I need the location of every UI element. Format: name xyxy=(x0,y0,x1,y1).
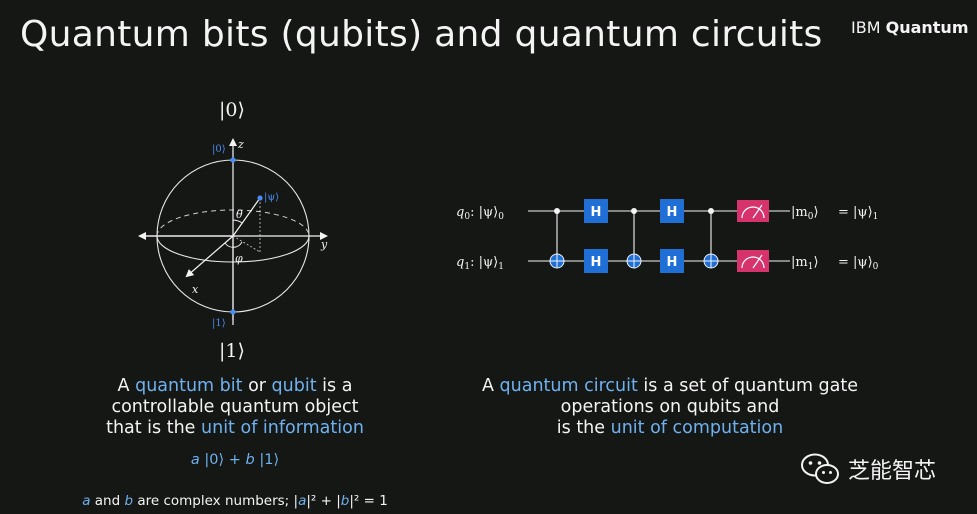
h-gate-q0-1 xyxy=(584,199,608,223)
quantum-circuit-diagram: q0: |ψ⟩0 q1: |ψ⟩1 H H H H |m0⟩ |m1⟩ = |ψ… xyxy=(456,199,879,273)
cnot-1-control xyxy=(554,208,560,214)
m1-output: |m1⟩ xyxy=(791,255,819,272)
brand-light: IBM xyxy=(851,18,881,37)
phi-arc xyxy=(224,241,243,248)
svg-text:H: H xyxy=(591,255,602,270)
watermark-text: 芝能智芯 xyxy=(848,459,937,484)
eq1-output: = |ψ⟩0 xyxy=(838,255,879,272)
psi-vector xyxy=(232,197,261,237)
measure-q1 xyxy=(737,250,769,272)
svg-text:H: H xyxy=(667,255,678,270)
slide-title: Quantum bits (qubits) and quantum circui… xyxy=(20,14,823,55)
watermark: 芝能智芯 xyxy=(800,452,936,486)
cnot-2-control xyxy=(631,208,637,214)
bloch-ket-zero-label: |0⟩ xyxy=(219,99,245,121)
svg-text:H: H xyxy=(591,205,602,220)
psi-ground-projection xyxy=(232,235,261,253)
qubit-caption-line3: that is the unit of information xyxy=(106,418,364,438)
h-gate-q0-2 xyxy=(660,199,684,223)
theta-label: θ xyxy=(236,208,243,221)
ket-one-dot xyxy=(230,309,236,315)
h-gate-q1-1 xyxy=(584,249,608,273)
svg-text:H: H xyxy=(667,205,678,220)
ket-zero-dot xyxy=(230,157,236,163)
circuit-caption-line2: operations on qubits and xyxy=(560,397,780,417)
x-axis-label: x xyxy=(192,283,199,296)
wechat-icon xyxy=(801,453,839,484)
qubit-caption: A quantum bit or qubit is a controllable… xyxy=(70,376,400,439)
normalization-note: a and b are complex numbers; |a|² + |b|²… xyxy=(82,493,388,509)
bloch-ket-one-label: |1⟩ xyxy=(219,340,245,362)
y-axis-label: y xyxy=(320,238,328,251)
ibm-quantum-logo: IBM Quantum xyxy=(851,18,968,37)
ket-zero-small: |0⟩ xyxy=(212,144,226,155)
circuit-caption: A quantum circuit is a set of quantum ga… xyxy=(470,376,870,439)
z-axis-label: z xyxy=(237,138,244,151)
brand-bold: Quantum xyxy=(885,18,969,37)
psi-dot xyxy=(257,195,263,201)
qubit-caption-line2: controllable quantum object xyxy=(111,397,359,417)
theta-arc xyxy=(232,219,243,224)
bloch-sphere-diagram: |0⟩ |1⟩ z y x |ψ⟩ θ φ xyxy=(138,138,328,329)
measure-q0 xyxy=(737,200,769,222)
x-axis xyxy=(185,235,234,278)
q0-label: q0: |ψ⟩0 xyxy=(456,205,504,222)
cnot-3-control xyxy=(708,208,714,214)
ket-one-small: |1⟩ xyxy=(212,318,226,329)
circuit-caption-line1: A quantum circuit is a set of quantum ga… xyxy=(481,376,859,396)
phi-label: φ xyxy=(235,252,243,265)
qubit-caption-line1: A quantum bit or qubit is a xyxy=(117,376,353,396)
m0-output: |m0⟩ xyxy=(791,205,819,222)
circuit-caption-line3: is the unit of computation xyxy=(556,418,784,438)
eq0-output: = |ψ⟩1 xyxy=(838,205,878,222)
state-formula: a |0⟩ + b |1⟩ xyxy=(190,452,280,468)
q1-label: q1: |ψ⟩1 xyxy=(456,255,504,272)
psi-label: |ψ⟩ xyxy=(264,192,279,203)
h-gate-q1-2 xyxy=(660,249,684,273)
